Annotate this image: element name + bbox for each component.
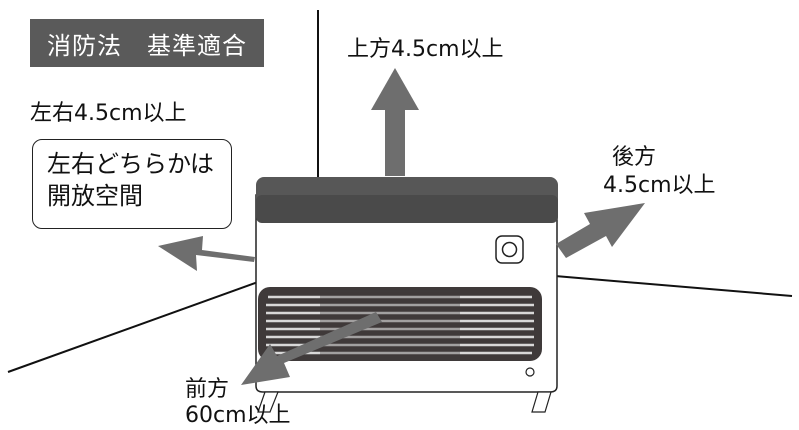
heater-top-bar-shade <box>256 195 558 223</box>
side-note-line2: 開放空間 <box>47 182 143 210</box>
label-back-clearance: 4.5cm以上 <box>603 173 716 198</box>
label-top-clearance: 上方4.5cm以上 <box>347 37 504 62</box>
heater-grille <box>258 287 542 361</box>
arrow-back-right <box>556 203 645 258</box>
power-button-icon <box>495 235 524 264</box>
label-side-clearance: 左右4.5cm以上 <box>30 101 187 126</box>
label-front-clearance: 60cm以上 <box>185 403 291 428</box>
floor-right-line <box>554 275 793 297</box>
side-open-space-note: 左右どちらかは 開放空間 <box>32 139 232 229</box>
arrow-front <box>241 312 382 385</box>
fire-code-badge: 消防法 基準適合 <box>30 19 264 67</box>
label-back-title: 後方 <box>612 145 657 170</box>
arrow-left <box>158 236 255 271</box>
heater <box>255 177 558 413</box>
side-note-line1: 左右どちらかは <box>47 150 215 178</box>
arrow-up <box>371 68 419 176</box>
label-front-title: 前方 <box>185 377 230 402</box>
floor-left-line <box>7 281 259 373</box>
